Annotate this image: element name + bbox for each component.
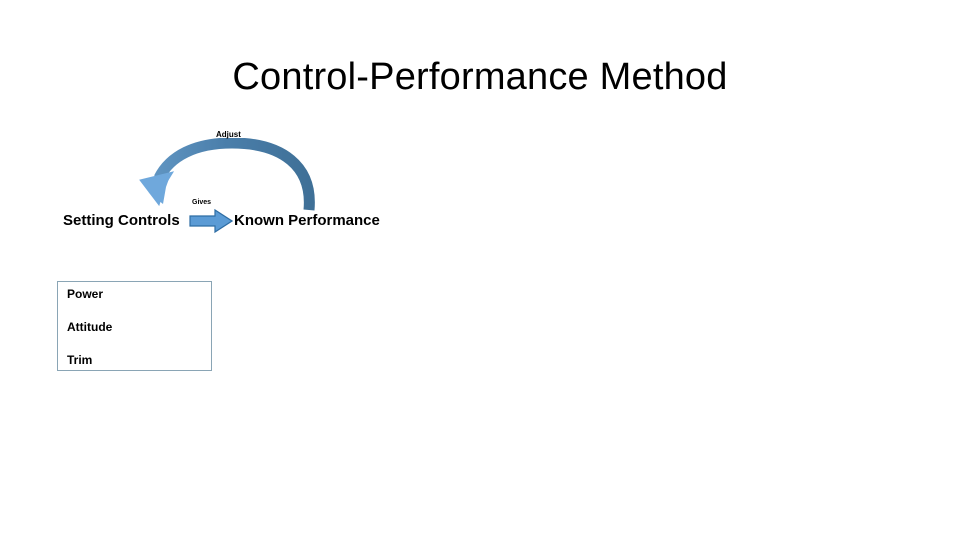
- adjust-curved-arrow-icon: [139, 138, 315, 211]
- page-title: Control-Performance Method: [232, 56, 728, 98]
- controls-list-box: Power Attitude Trim: [57, 281, 212, 371]
- gives-connector-label: Gives: [192, 199, 212, 206]
- control-item-power: Power: [67, 287, 104, 301]
- gives-right-arrow-icon: [189, 208, 233, 234]
- node-known-performance: Known Performance: [234, 212, 380, 229]
- adjust-connector-label: Adjust: [216, 130, 241, 139]
- control-item-trim: Trim: [67, 353, 93, 367]
- node-setting-controls: Setting Controls: [63, 212, 180, 229]
- control-item-attitude: Attitude: [67, 320, 113, 334]
